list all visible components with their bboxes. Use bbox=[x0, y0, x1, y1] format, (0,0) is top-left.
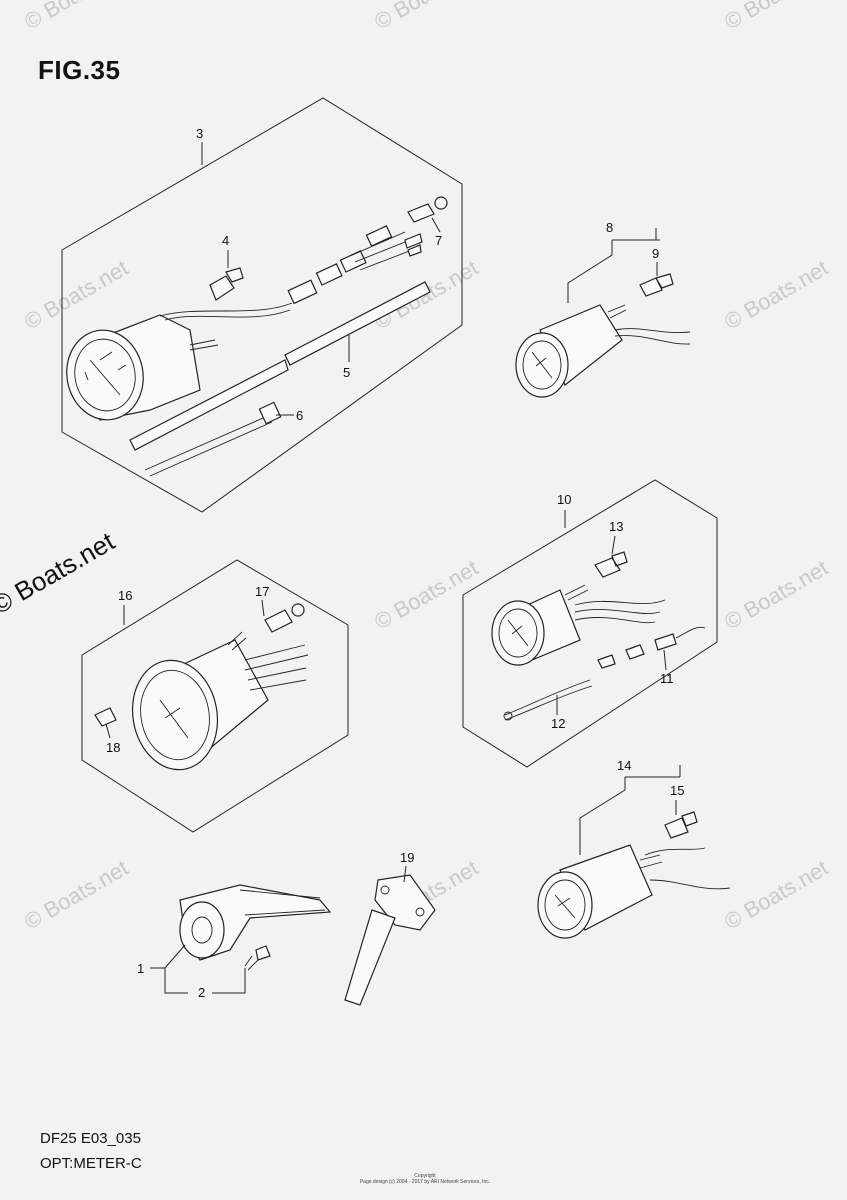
leader-line bbox=[105, 723, 111, 739]
callout-8: 8 bbox=[606, 220, 613, 235]
watermark-text: © Boats.net bbox=[20, 0, 132, 34]
callout-6: 6 bbox=[296, 408, 303, 423]
callout-3: 3 bbox=[196, 126, 203, 141]
watermark-text: © Boats.net bbox=[370, 255, 482, 334]
callout-18: 18 bbox=[106, 740, 120, 755]
callout-15: 15 bbox=[670, 783, 684, 798]
kit-outline bbox=[462, 479, 718, 768]
callout-10: 10 bbox=[557, 492, 571, 507]
watermark-text: © Boats.net bbox=[370, 0, 482, 34]
leader-line bbox=[164, 944, 186, 969]
copyright-line1: Copyright bbox=[414, 1173, 436, 1179]
callout-14: 14 bbox=[617, 758, 631, 773]
figure-title: FIG.35 bbox=[38, 55, 121, 85]
part-group-8: 8 9 bbox=[515, 220, 691, 398]
watermark-text: © Boats.net bbox=[720, 255, 832, 334]
leader-line bbox=[403, 865, 407, 883]
watermark-text: © Boats.net bbox=[720, 555, 832, 634]
leader-line bbox=[431, 217, 441, 233]
callout-5: 5 bbox=[343, 365, 350, 380]
watermark-text: © Boats.net bbox=[20, 255, 132, 334]
callout-2: 2 bbox=[198, 985, 205, 1000]
watermark-layer: © Boats.net © Boats.net © Boats.net © Bo… bbox=[20, 0, 832, 934]
part-group-1-2: 1 2 bbox=[137, 884, 332, 1000]
kit-box-3: 3 4 5 6 7 bbox=[61, 97, 463, 513]
watermark-text: © Boats.net bbox=[20, 855, 132, 934]
watermark-text: © Boats.net bbox=[720, 855, 832, 934]
callout-13: 13 bbox=[609, 519, 623, 534]
callout-19: 19 bbox=[400, 850, 414, 865]
gauge-large bbox=[66, 302, 293, 421]
callout-7: 7 bbox=[435, 233, 442, 248]
callout-1: 1 bbox=[137, 961, 144, 976]
copyright-line2: Page design (c) 2004 - 2017 by ARI Netwo… bbox=[359, 1179, 491, 1185]
callout-4: 4 bbox=[222, 233, 229, 248]
watermark-text: © Boats.net bbox=[720, 0, 832, 34]
callout-17: 17 bbox=[255, 584, 269, 599]
leader-line bbox=[567, 240, 613, 303]
part-group-19: 19 bbox=[344, 850, 436, 1006]
kit-outline bbox=[81, 559, 349, 833]
callout-11: 11 bbox=[660, 671, 674, 686]
watermark-text: © Boats.net bbox=[370, 555, 482, 634]
leader-line bbox=[261, 599, 265, 617]
leader-line bbox=[150, 967, 188, 994]
copyright-notice: Copyright Page design (c) 2004 - 2017 by… bbox=[300, 1173, 550, 1185]
callout-12: 12 bbox=[551, 716, 565, 731]
kit-box-16: 16 17 18 bbox=[81, 559, 349, 833]
callout-16: 16 bbox=[118, 588, 132, 603]
kit-box-10: 10 13 11 12 bbox=[462, 479, 718, 768]
leader-line bbox=[663, 649, 667, 671]
leader-line bbox=[212, 968, 246, 994]
kit-outline bbox=[61, 97, 463, 513]
diagram-code: DF25 E03_035 bbox=[40, 1130, 141, 1147]
diagram-name: OPT:METER-C bbox=[40, 1155, 142, 1172]
leader-line bbox=[611, 535, 616, 555]
part-group-14: 14 15 bbox=[537, 758, 731, 939]
leader-line bbox=[579, 777, 626, 855]
callout-9: 9 bbox=[652, 246, 659, 261]
